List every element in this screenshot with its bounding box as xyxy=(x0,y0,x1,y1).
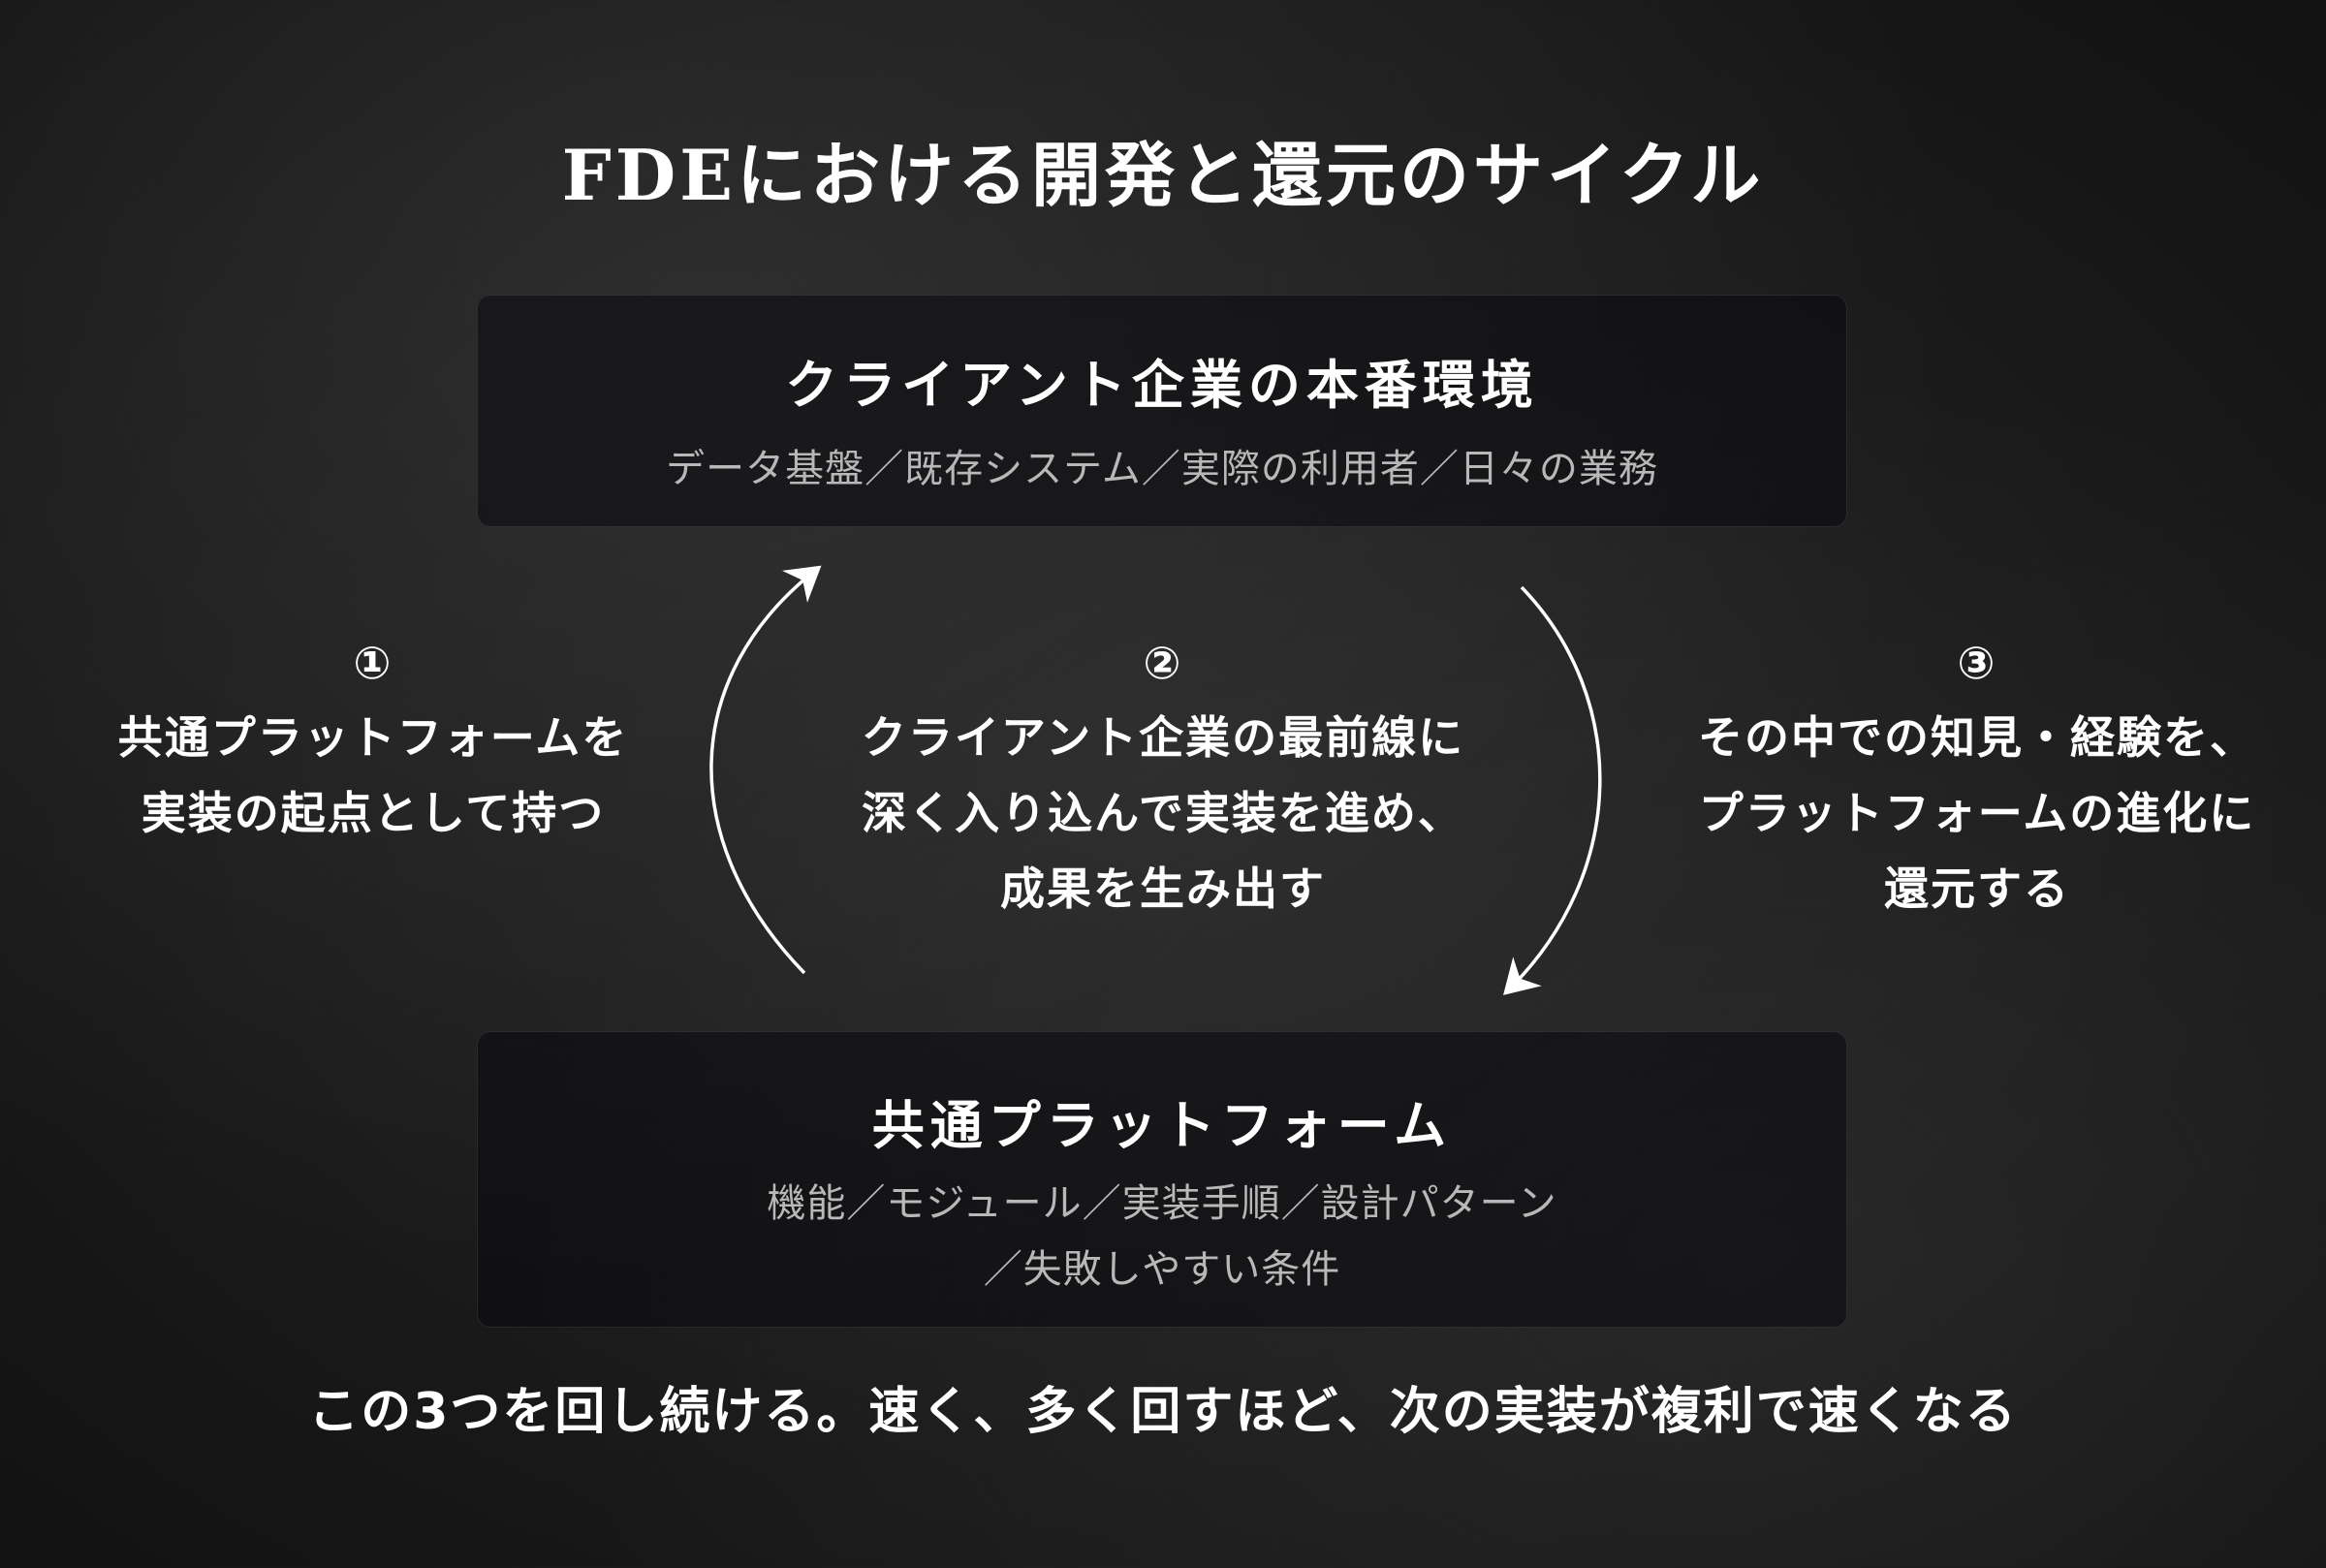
step-3-line-3: 還元する xyxy=(1884,862,2070,915)
common-platform-subtitle-line-2: ／失敗しやすい条件 xyxy=(983,1247,1341,1292)
page-title: FDEにおける開発と還元のサイクル xyxy=(561,134,1765,216)
common-platform-title: 共通プラットフォーム xyxy=(871,1094,1453,1156)
production-environment-title: クライアント企業の本番環境 xyxy=(785,354,1539,416)
step-2: ② クライアント企業の最前線に 深く入り込んで実装を進め、 成果を生み出す xyxy=(775,626,1551,926)
step-2-line-1: クライアント企業の最前線に xyxy=(861,711,1465,764)
common-platform-subtitle: 機能／モジュール／実装手順／設計パターン ／失敗しやすい条件 xyxy=(478,1171,1846,1302)
step-2-line-2: 深く入り込んで実装を進め、 xyxy=(862,787,1464,839)
right-arrow-downward xyxy=(1503,585,1602,995)
step-3-number: ③ xyxy=(1957,637,1997,689)
step-1-number: ① xyxy=(353,637,393,689)
step-2-line-3: 成果を生み出す xyxy=(1000,862,1326,915)
step-1-line-1: 共通プラットフォームを xyxy=(117,711,629,764)
step-1-line-2: 実装の起点として持つ xyxy=(141,787,606,839)
common-platform-box: 共通プラットフォーム 機能／モジュール／実装手順／設計パターン ／失敗しやすい条… xyxy=(477,1031,1847,1328)
common-platform-subtitle-line-1: 機能／モジュール／実装手順／設計パターン xyxy=(767,1181,1557,1226)
step-3-line-2: プラットフォームの進化に xyxy=(1698,787,2256,839)
production-environment-box: クライアント企業の本番環境 データ基盤／既存システム／実際の利用者／日々の業務 xyxy=(477,295,1847,527)
step-3-line-1: その中での知見・経験を、 xyxy=(1698,711,2256,764)
production-environment-subtitle: データ基盤／既存システム／実際の利用者／日々の業務 xyxy=(666,447,1658,491)
left-arrow-upward xyxy=(709,565,822,975)
step-2-number: ② xyxy=(1143,637,1183,689)
step-3: ③ その中での知見・経験を、 プラットフォームの進化に 還元する xyxy=(1609,626,2326,926)
footer-message: この3つを回し続ける。速く、多く回すほど、次の実装が複利で速くなる xyxy=(308,1383,2018,1441)
step-1: ① 共通プラットフォームを 実装の起点として持つ xyxy=(39,626,707,851)
